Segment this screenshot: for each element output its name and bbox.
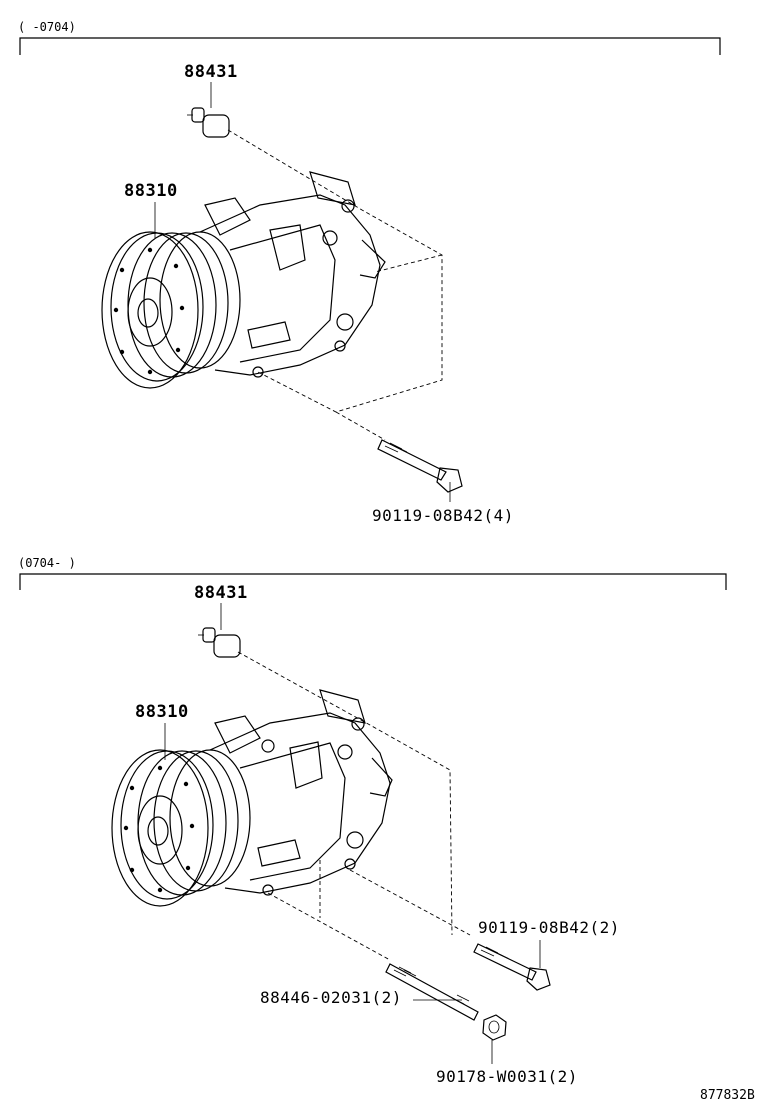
part-label-90178-s2[interactable]: 90178-W0031(2)	[436, 1067, 578, 1086]
ac-compressor-icon-s2	[111, 689, 393, 907]
pressure-switch-icon-s1	[187, 107, 230, 138]
section-2-range: (0704- )	[18, 556, 76, 570]
figure-code: 877832B	[700, 1088, 755, 1103]
section-1-range: ( -0704)	[18, 20, 76, 34]
bolt-icon-s1	[377, 439, 463, 493]
part-label-88431-s1[interactable]: 88431	[184, 62, 238, 82]
stud-bolt-icon-s2	[385, 963, 479, 1021]
section-2-frame	[19, 573, 727, 590]
section-1-frame	[19, 37, 721, 55]
ac-compressor-icon-s1	[101, 171, 386, 389]
part-label-88310-s2[interactable]: 88310	[135, 702, 189, 722]
part-label-88431-s2[interactable]: 88431	[194, 583, 248, 603]
pressure-switch-icon-s2	[198, 627, 241, 658]
part-label-88310-s1[interactable]: 88310	[124, 181, 178, 201]
bolt-icon-s2	[473, 943, 551, 991]
part-label-88446-s2[interactable]: 88446-02031(2)	[260, 988, 402, 1007]
part-label-90119-s2[interactable]: 90119-08B42(2)	[478, 918, 620, 937]
part-label-90119-s1[interactable]: 90119-08B42(4)	[372, 506, 514, 525]
nut-icon-s2	[482, 1014, 507, 1041]
